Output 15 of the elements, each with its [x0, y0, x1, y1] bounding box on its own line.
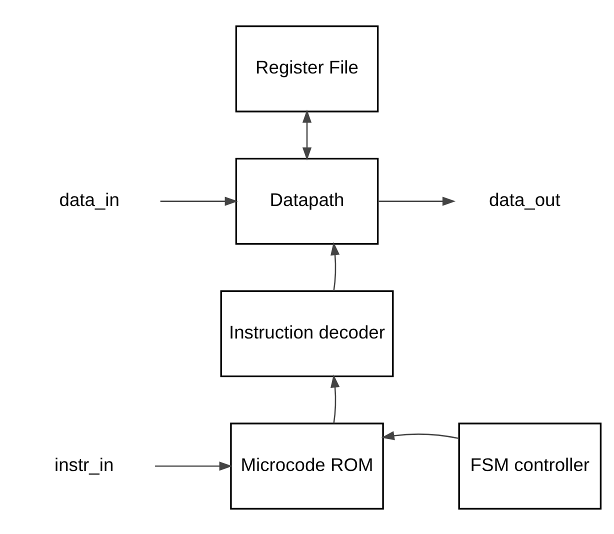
node-text: data_out — [488, 188, 560, 210]
arrow — [155, 461, 232, 470]
arrow — [330, 374, 340, 423]
node-box: Register File — [235, 24, 379, 112]
node-box: Instruction decoder — [220, 290, 394, 377]
arrow — [381, 430, 459, 440]
node-box: Microcode ROM — [230, 422, 384, 510]
node-box: Datapath — [235, 157, 379, 244]
node-text: data_in — [59, 188, 120, 210]
arrow — [330, 242, 340, 291]
arrow — [160, 196, 238, 206]
arrow — [302, 109, 312, 160]
arrow — [378, 196, 456, 206]
node-box: FSM controller — [458, 422, 602, 510]
node-text: instr_in — [54, 453, 114, 474]
